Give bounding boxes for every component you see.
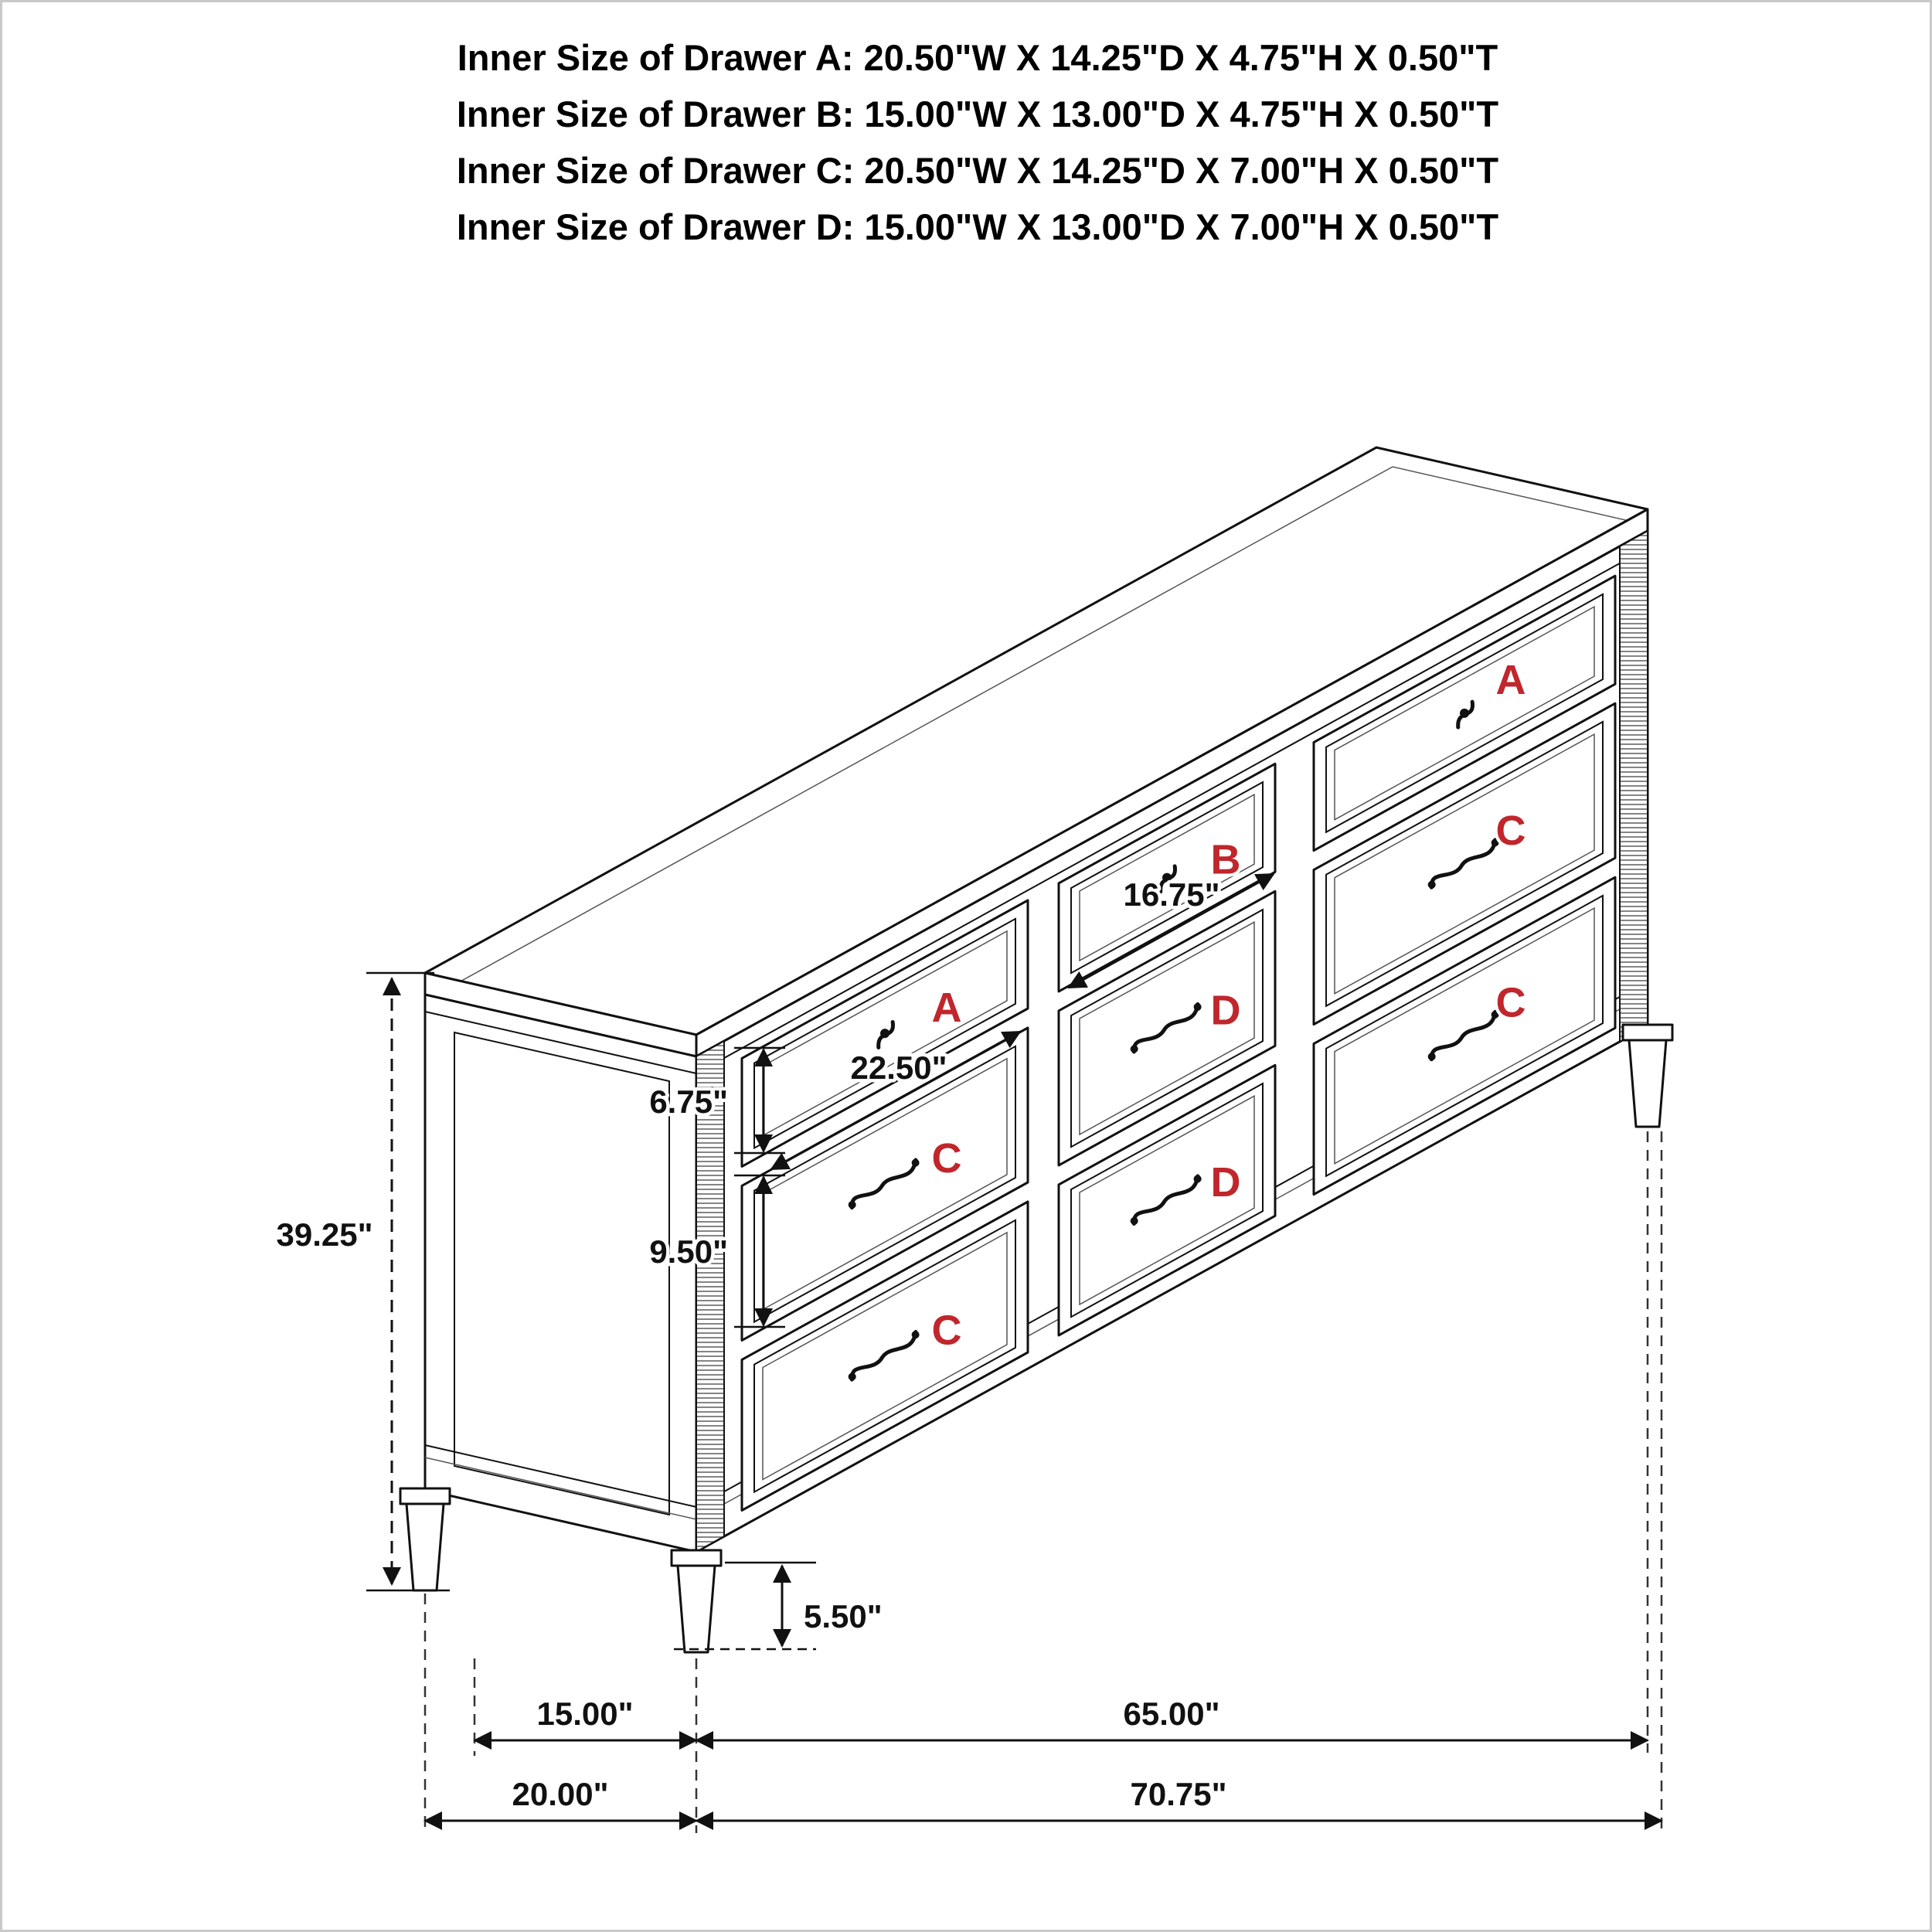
drawer-label-right-top: A <box>1496 657 1526 703</box>
leg-front-right-cap <box>1621 1023 1674 1042</box>
drawer-right-middle: C <box>1312 702 1617 1026</box>
spec-line-drawer-d: Inner Size of Drawer D: 15.00"W X 13.00"… <box>456 206 1499 247</box>
drawer-panel-line <box>1325 720 1604 1008</box>
drawer-b-width-arrow <box>1067 872 1275 989</box>
dresser-left-panel-line <box>454 1031 670 1516</box>
leg-height-label: 5.50" <box>804 1598 883 1634</box>
lower-drawer-height-label: 9.50" <box>649 1233 728 1270</box>
drawer-middle-bottom: D <box>1057 1063 1277 1337</box>
leg-front-right <box>1628 1039 1668 1128</box>
drawer-right-bottom: C <box>1312 876 1617 1196</box>
leg-front-left <box>676 1564 716 1654</box>
drawer-label-left-top: A <box>932 985 962 1031</box>
dimension-lines <box>366 872 1663 1830</box>
spec-line-drawer-b: Inner Size of Drawer B: 15.00"W X 13.00"… <box>456 94 1499 134</box>
depth-inner-label: 15.00" <box>536 1696 633 1732</box>
drawer-panel-line <box>1325 593 1604 834</box>
drawer-panel-inner-line <box>762 1231 1008 1481</box>
drawer-spec-header: Inner Size of Drawer A: 20.50"W X 14.25"… <box>0 29 1932 255</box>
drawer-left-bottom: C <box>740 1200 1029 1512</box>
drawer-label-right-middle: C <box>1496 808 1526 854</box>
drawer-panel-line <box>1070 1082 1264 1318</box>
drawer-label-middle-bottom: D <box>1211 1159 1241 1206</box>
drawer-right-top: A <box>1312 574 1617 852</box>
front-top-rail-line <box>696 547 1648 1074</box>
dimension-labels: 39.25" 16.75" 22.50" 6.75" 9.50" 5.50" 1… <box>273 873 1230 1816</box>
side-top-rail-line <box>424 1011 697 1074</box>
width-total-label: 70.75" <box>1130 1776 1226 1812</box>
drawer-label-left-bottom: C <box>932 1308 962 1354</box>
width-inner-label: 65.00" <box>1123 1696 1219 1732</box>
drawer-b-width-label: 16.75" <box>1123 876 1219 913</box>
total-height-label: 39.25" <box>276 1216 372 1253</box>
leg-front-left-cap <box>670 1549 723 1567</box>
drawer-panel-inner-line <box>1334 733 1595 995</box>
drawer-panel-line <box>1325 894 1604 1178</box>
spec-line-drawer-a: Inner Size of Drawer A: 20.50"W X 14.25"… <box>457 37 1498 78</box>
leg-back-left-cap <box>399 1487 451 1505</box>
drawer-a-width-label: 22.50" <box>850 1049 947 1086</box>
drawer-a-width-arrow <box>770 1030 1022 1171</box>
fluted-pilaster-left <box>696 1039 725 1553</box>
fluted-pilaster-right <box>1619 529 1648 1043</box>
spec-line-drawer-c: Inner Size of Drawer C: 20.50"W X 14.25"… <box>456 150 1499 191</box>
drawer-panel-inner-line <box>1079 1094 1255 1306</box>
drawer-label-right-bottom: C <box>1496 979 1526 1026</box>
depth-total-label: 20.00" <box>512 1776 608 1812</box>
drawer-label-left-middle: C <box>932 1135 962 1182</box>
drawer-panel-line <box>753 1219 1016 1494</box>
leg-back-left <box>405 1502 445 1592</box>
top-drawer-height-label: 6.75" <box>649 1083 728 1120</box>
side-base-molding-line <box>424 1444 697 1508</box>
side-base-molding-line-2 <box>424 1457 697 1520</box>
drawer-panel-inner-line <box>1334 605 1595 821</box>
drawer-panel-inner-line <box>1334 906 1595 1165</box>
drawer-label-middle-middle: D <box>1211 988 1241 1034</box>
